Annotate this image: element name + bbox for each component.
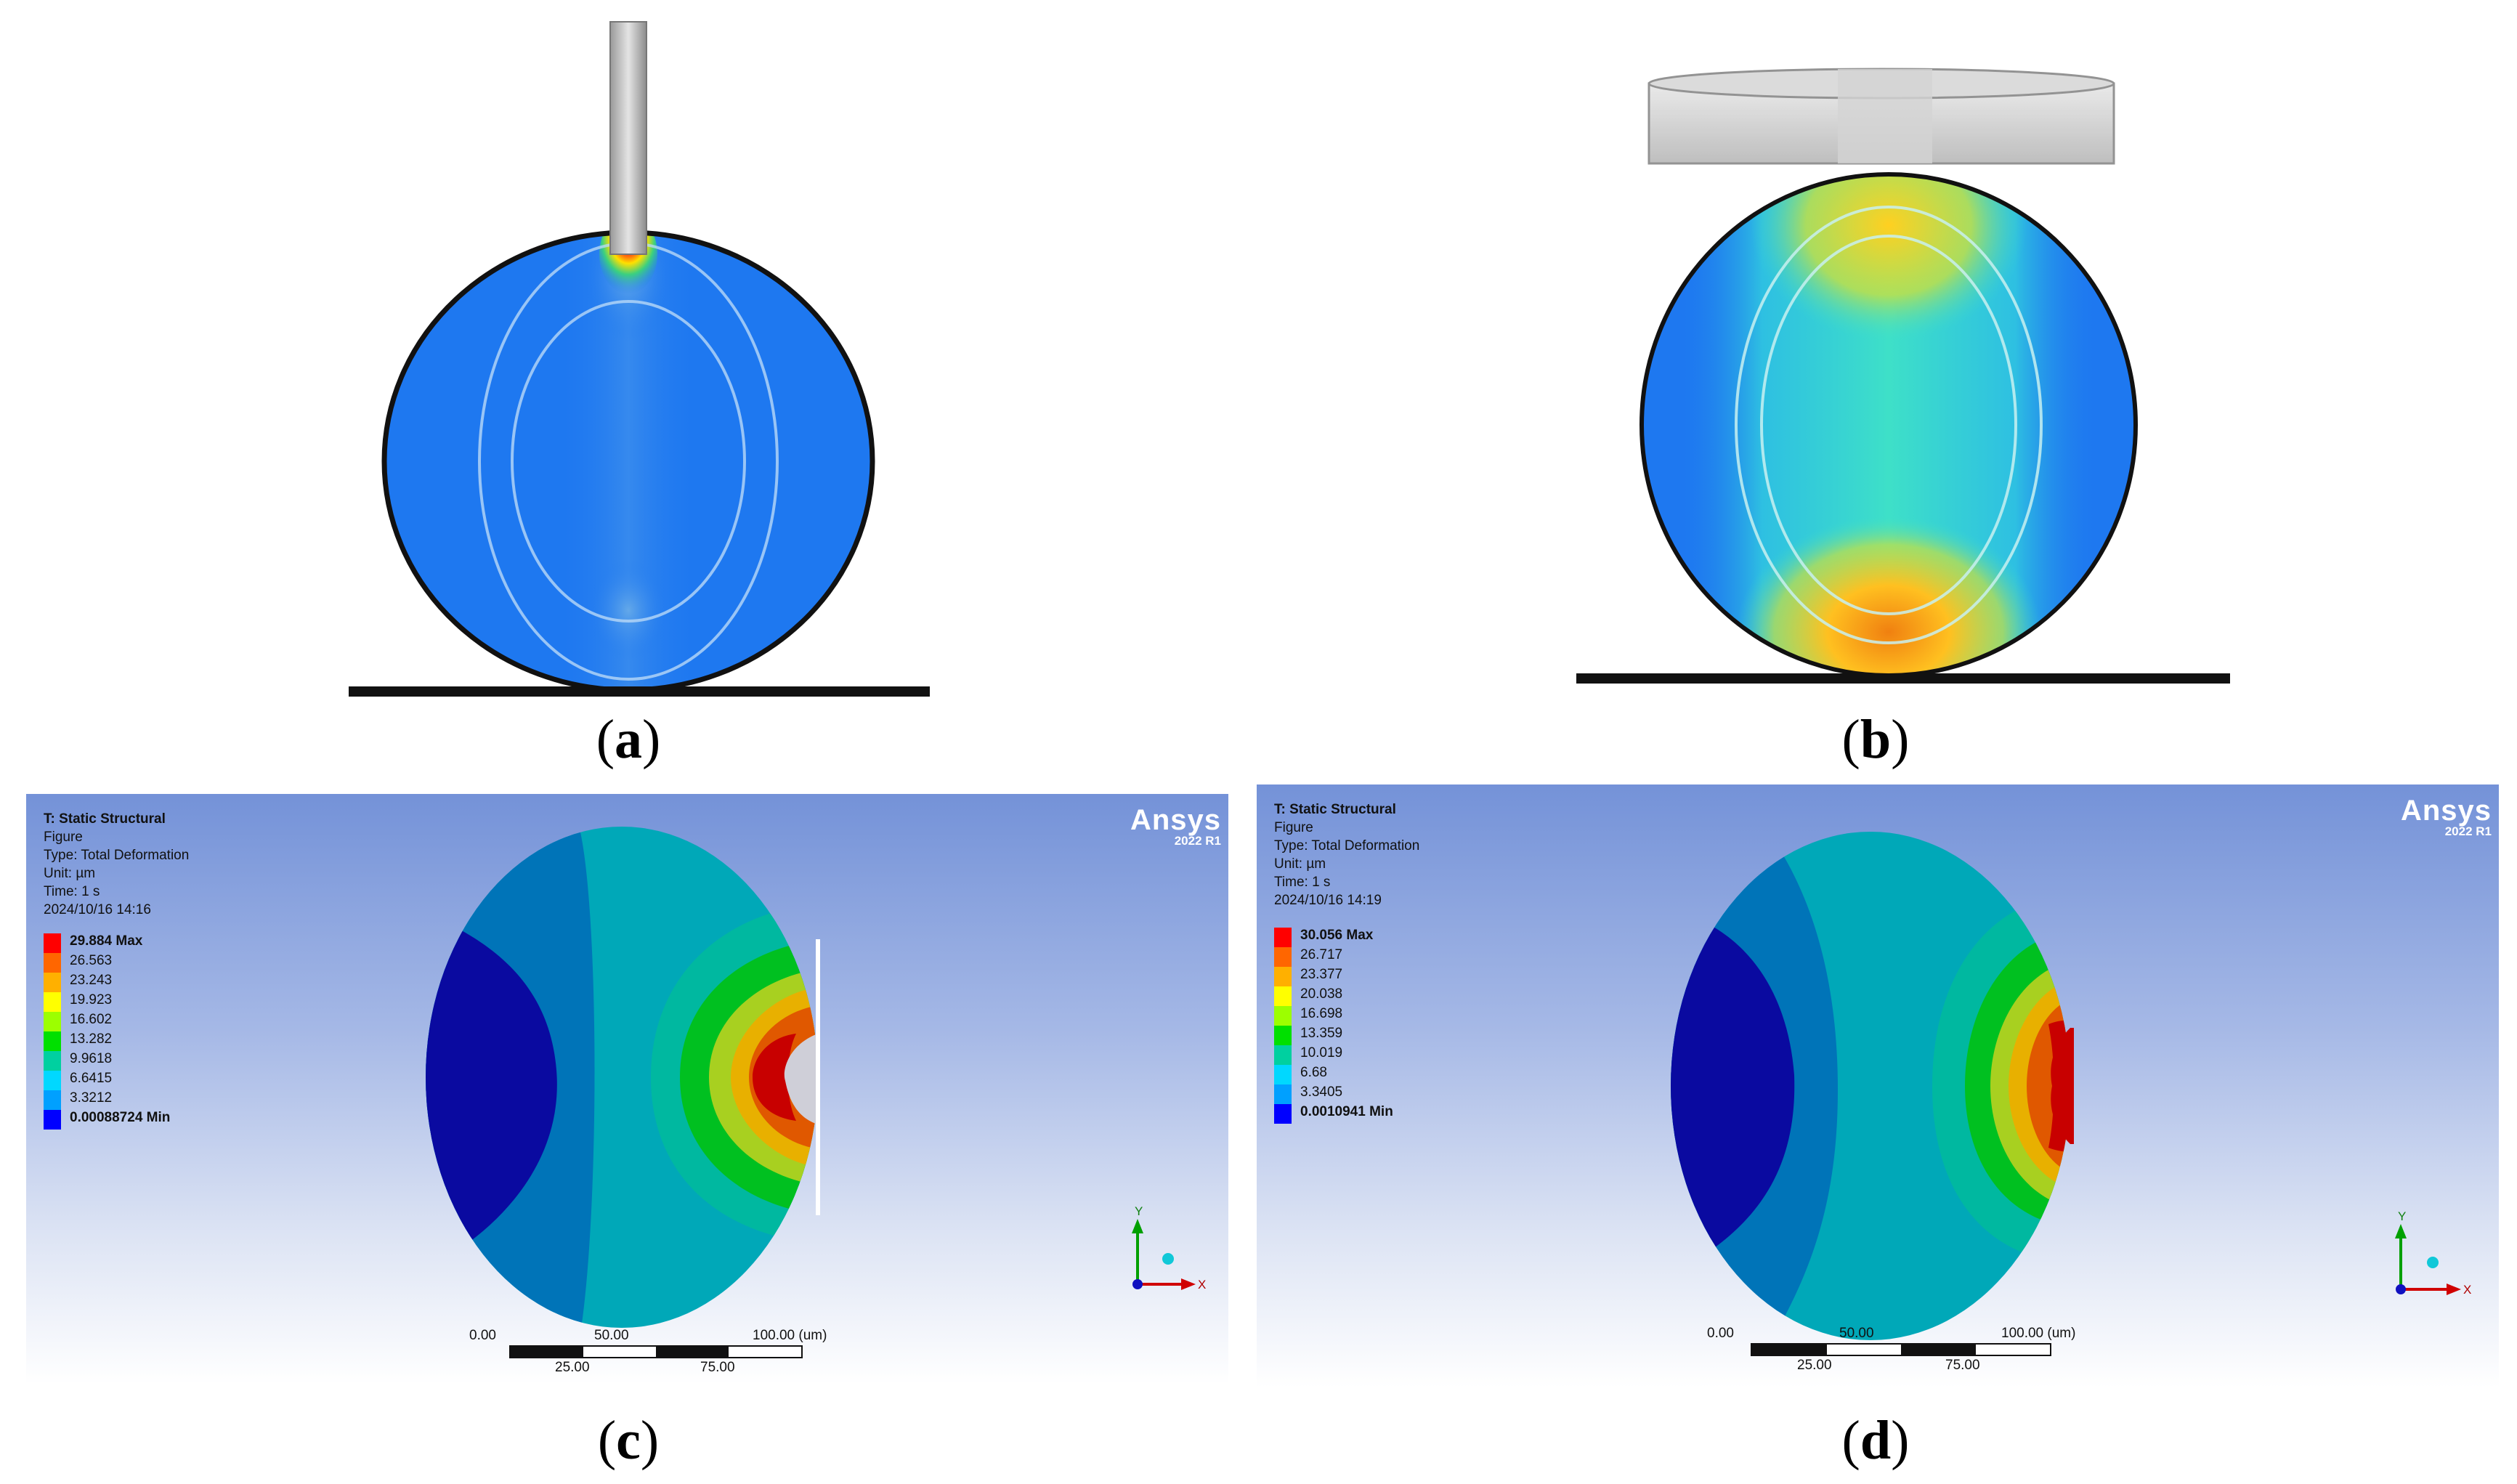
panel-b-illustration — [1576, 68, 2230, 684]
deformation-contour-plot — [1671, 832, 2074, 1340]
scale-label: 100.00 (um) — [2001, 1326, 2076, 1341]
legend-value: 3.3405 — [1300, 1084, 1343, 1100]
legend-value: 13.359 — [1300, 1026, 1343, 1041]
result-type: Type: Total Deformation — [44, 848, 190, 863]
panel-c: T: Static Structural Figure Type: Total … — [26, 794, 1228, 1384]
legend-max: 30.056 Max — [1300, 928, 1374, 943]
caption-a: (a) — [596, 709, 661, 770]
axis-x-label: X — [1198, 1278, 1206, 1292]
inner-contour — [511, 300, 746, 623]
legend-value: 13.282 — [70, 1031, 113, 1047]
legend-max: 29.884 Max — [70, 933, 143, 949]
legend-value: 10.019 — [1300, 1045, 1343, 1061]
scale-bar: 0.00 50.00 100.00 (um) 25.00 75.00 — [469, 1328, 847, 1382]
panel-a-illustration — [349, 21, 930, 697]
result-unit: Unit: µm — [1274, 856, 1326, 872]
scale-label: 25.00 — [1797, 1358, 1832, 1373]
analysis-title: T: Static Structural — [1274, 802, 1396, 817]
result-unit: Unit: µm — [44, 866, 96, 881]
legend-value: 16.698 — [1300, 1006, 1343, 1021]
ansys-logo: Ansys 2022 R1 — [2400, 795, 2492, 838]
axis-y-label: Y — [1135, 1204, 1143, 1218]
substrate-line — [349, 686, 930, 697]
result-date: 2024/10/16 14:19 — [1274, 893, 1382, 908]
legend-value: 9.9618 — [70, 1051, 113, 1066]
result-time: Time: 1 s — [44, 884, 100, 899]
result-date: 2024/10/16 14:16 — [44, 902, 151, 917]
legend-value: 19.923 — [70, 992, 113, 1007]
legend-value: 23.377 — [1300, 967, 1343, 982]
compression-plate — [1647, 68, 2115, 165]
scale-label: 75.00 — [1945, 1358, 1980, 1373]
panel-a — [305, 15, 1017, 697]
scale-label: 25.00 — [555, 1360, 590, 1375]
needle — [609, 21, 647, 255]
caption-c: (c) — [597, 1410, 660, 1471]
legend-min: 0.00088724 Min — [70, 1110, 171, 1125]
analysis-title: T: Static Structural — [44, 811, 166, 827]
figure-label: Figure — [44, 830, 83, 845]
legend-value: 26.563 — [70, 953, 113, 968]
ansys-logo: Ansys 2022 R1 — [1130, 804, 1221, 848]
scale-label: 0.00 — [1707, 1326, 1734, 1341]
result-time: Time: 1 s — [1274, 875, 1331, 890]
scale-label: 50.00 — [1839, 1326, 1874, 1341]
caption-b: (b) — [1841, 709, 1910, 770]
result-info: T: Static Structural Figure Type: Total … — [1274, 800, 1419, 909]
axis-y-label: Y — [2398, 1209, 2406, 1223]
figure-label: Figure — [1274, 820, 1313, 835]
panel-d: T: Static Structural Figure Type: Total … — [1257, 784, 2499, 1387]
legend-value: 6.68 — [1300, 1065, 1327, 1080]
legend-min: 0.0010941 Min — [1300, 1104, 1393, 1119]
legend-value: 3.3212 — [70, 1090, 113, 1106]
legend-value: 23.243 — [70, 973, 113, 988]
result-type: Type: Total Deformation — [1274, 838, 1420, 853]
inner-contour — [1760, 235, 2017, 615]
legend-value: 6.6415 — [70, 1071, 113, 1086]
substrate-line — [1576, 673, 2230, 684]
scale-label: 50.00 — [594, 1328, 629, 1343]
contour-legend: 29.884 Max 26.563 23.243 19.923 16.602 1… — [44, 933, 203, 1151]
scale-label: 100.00 (um) — [753, 1328, 827, 1343]
indentation-notch — [784, 1034, 818, 1124]
legend-value: 26.717 — [1300, 947, 1343, 962]
scale-label: 0.00 — [469, 1328, 496, 1343]
result-info: T: Static Structural Figure Type: Total … — [44, 810, 189, 919]
inner-contour — [1735, 206, 2043, 644]
caption-d: (d) — [1841, 1410, 1910, 1471]
legend-value: 16.602 — [70, 1012, 113, 1027]
panel-b — [1562, 58, 2288, 697]
axis-triad: Y X — [1132, 1204, 1206, 1292]
axis-x-label: X — [2463, 1283, 2471, 1297]
legend-value: 20.038 — [1300, 986, 1343, 1002]
deformation-contour-plot — [426, 827, 820, 1328]
compression-hotspot — [1736, 516, 2041, 676]
axis-triad: Y X — [2395, 1209, 2471, 1297]
contour-legend: 30.056 Max 26.717 23.377 20.038 16.698 1… — [1274, 928, 1434, 1146]
scale-bar: 0.00 50.00 100.00 (um) 25.00 75.00 — [1707, 1326, 2099, 1380]
scale-label: 75.00 — [700, 1360, 735, 1375]
